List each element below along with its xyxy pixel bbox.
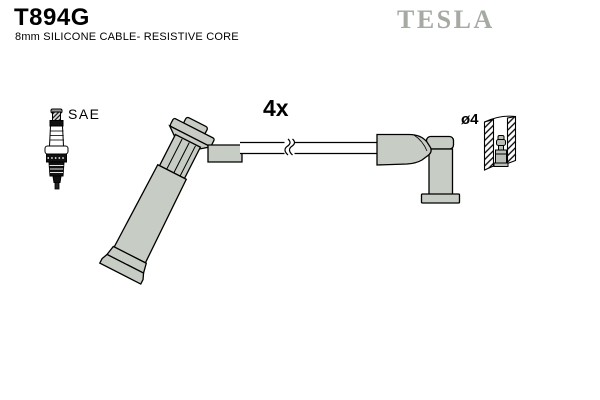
spark-plug-sae-label: SAE [68, 106, 101, 122]
terminal-cross-section-icon [483, 115, 517, 171]
cable-quantity-label: 4x [263, 95, 289, 121]
cable-break-squiggle [284, 138, 291, 156]
terminal-diameter-label: ø4 [461, 111, 479, 128]
cable-exit-nipple [207, 144, 243, 163]
straight-boot-icon [376, 133, 461, 204]
tesla-logo: TESLA [397, 5, 495, 34]
product-description: 8mm SILICONE CABLE- RESISTIVE CORE [15, 31, 239, 43]
cable-break-squiggle [288, 138, 296, 156]
inner-terminal-stud [493, 135, 509, 167]
angled-boot-icon [98, 116, 215, 285]
product-code: T894G [14, 4, 90, 31]
spark-plug-icon [44, 108, 69, 190]
cable-icon [240, 138, 377, 156]
